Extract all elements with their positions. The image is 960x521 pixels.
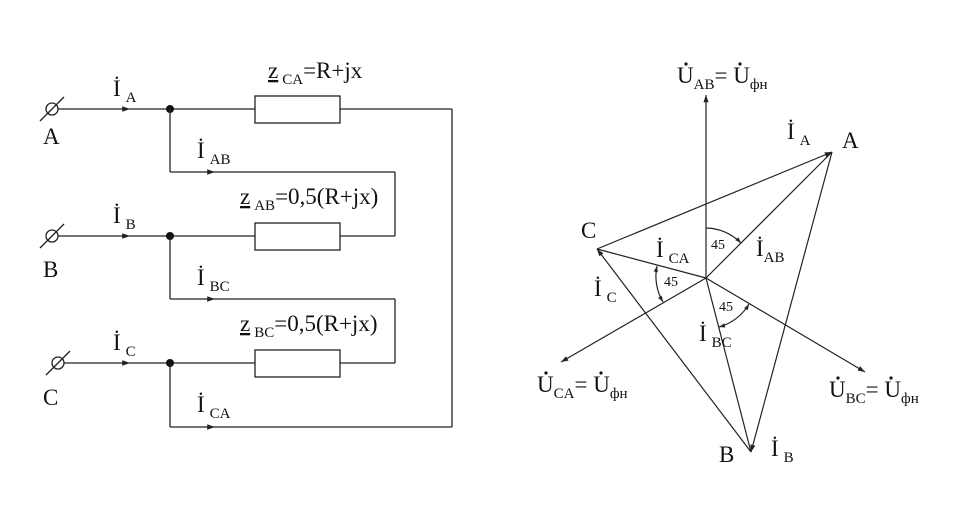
terminal-c-label: C: [43, 385, 58, 410]
angle-arc-ca: [653, 265, 664, 303]
terminal-a-label: A: [43, 124, 60, 149]
svg-text:UAB= Uфн: UAB= Uфн: [677, 63, 768, 93]
svg-text:UCA= Uфн: UCA= Uфн: [537, 372, 628, 402]
label-u-ca: UCA= Uфн: [537, 371, 628, 402]
svg-text:UBC= Uфн: UBC= Uфн: [829, 377, 919, 407]
vertex-c-label: C: [581, 218, 596, 243]
label-u-ab: UAB= Uфн: [677, 62, 768, 93]
phasor-u-ca: [560, 277, 707, 363]
angle-arc-bc: [718, 303, 750, 328]
phasor-i-ab: [705, 151, 833, 279]
angle-label-ca: 45: [664, 275, 678, 290]
terminal-b-label: B: [43, 257, 58, 282]
vertex-a-label: A: [842, 128, 859, 153]
triangle-c-to-a: [596, 151, 833, 250]
angle-label-bc: 45: [719, 300, 733, 315]
phasor-i-ca: [596, 248, 707, 279]
angle-arc-ab: [705, 227, 742, 244]
impedance-ab-resistor: [254, 222, 341, 251]
phasor-diagram: 45 45 45 A B C UAB= Uфн UBC= Uфн UCA= Uф…: [537, 62, 919, 467]
phasor-i-bc: [705, 277, 752, 453]
label-u-bc: UBC= Uфн: [829, 376, 919, 407]
angle-label-ab: 45: [711, 238, 725, 253]
phasor-i-b-line: [750, 151, 833, 453]
impedance-bc-resistor: [254, 349, 341, 378]
impedance-ca-resistor: [254, 95, 341, 124]
phasor-label-i-ab: İAB: [756, 236, 785, 266]
vertex-b-label: B: [719, 442, 734, 467]
phasor-i-c-line: [596, 248, 752, 453]
